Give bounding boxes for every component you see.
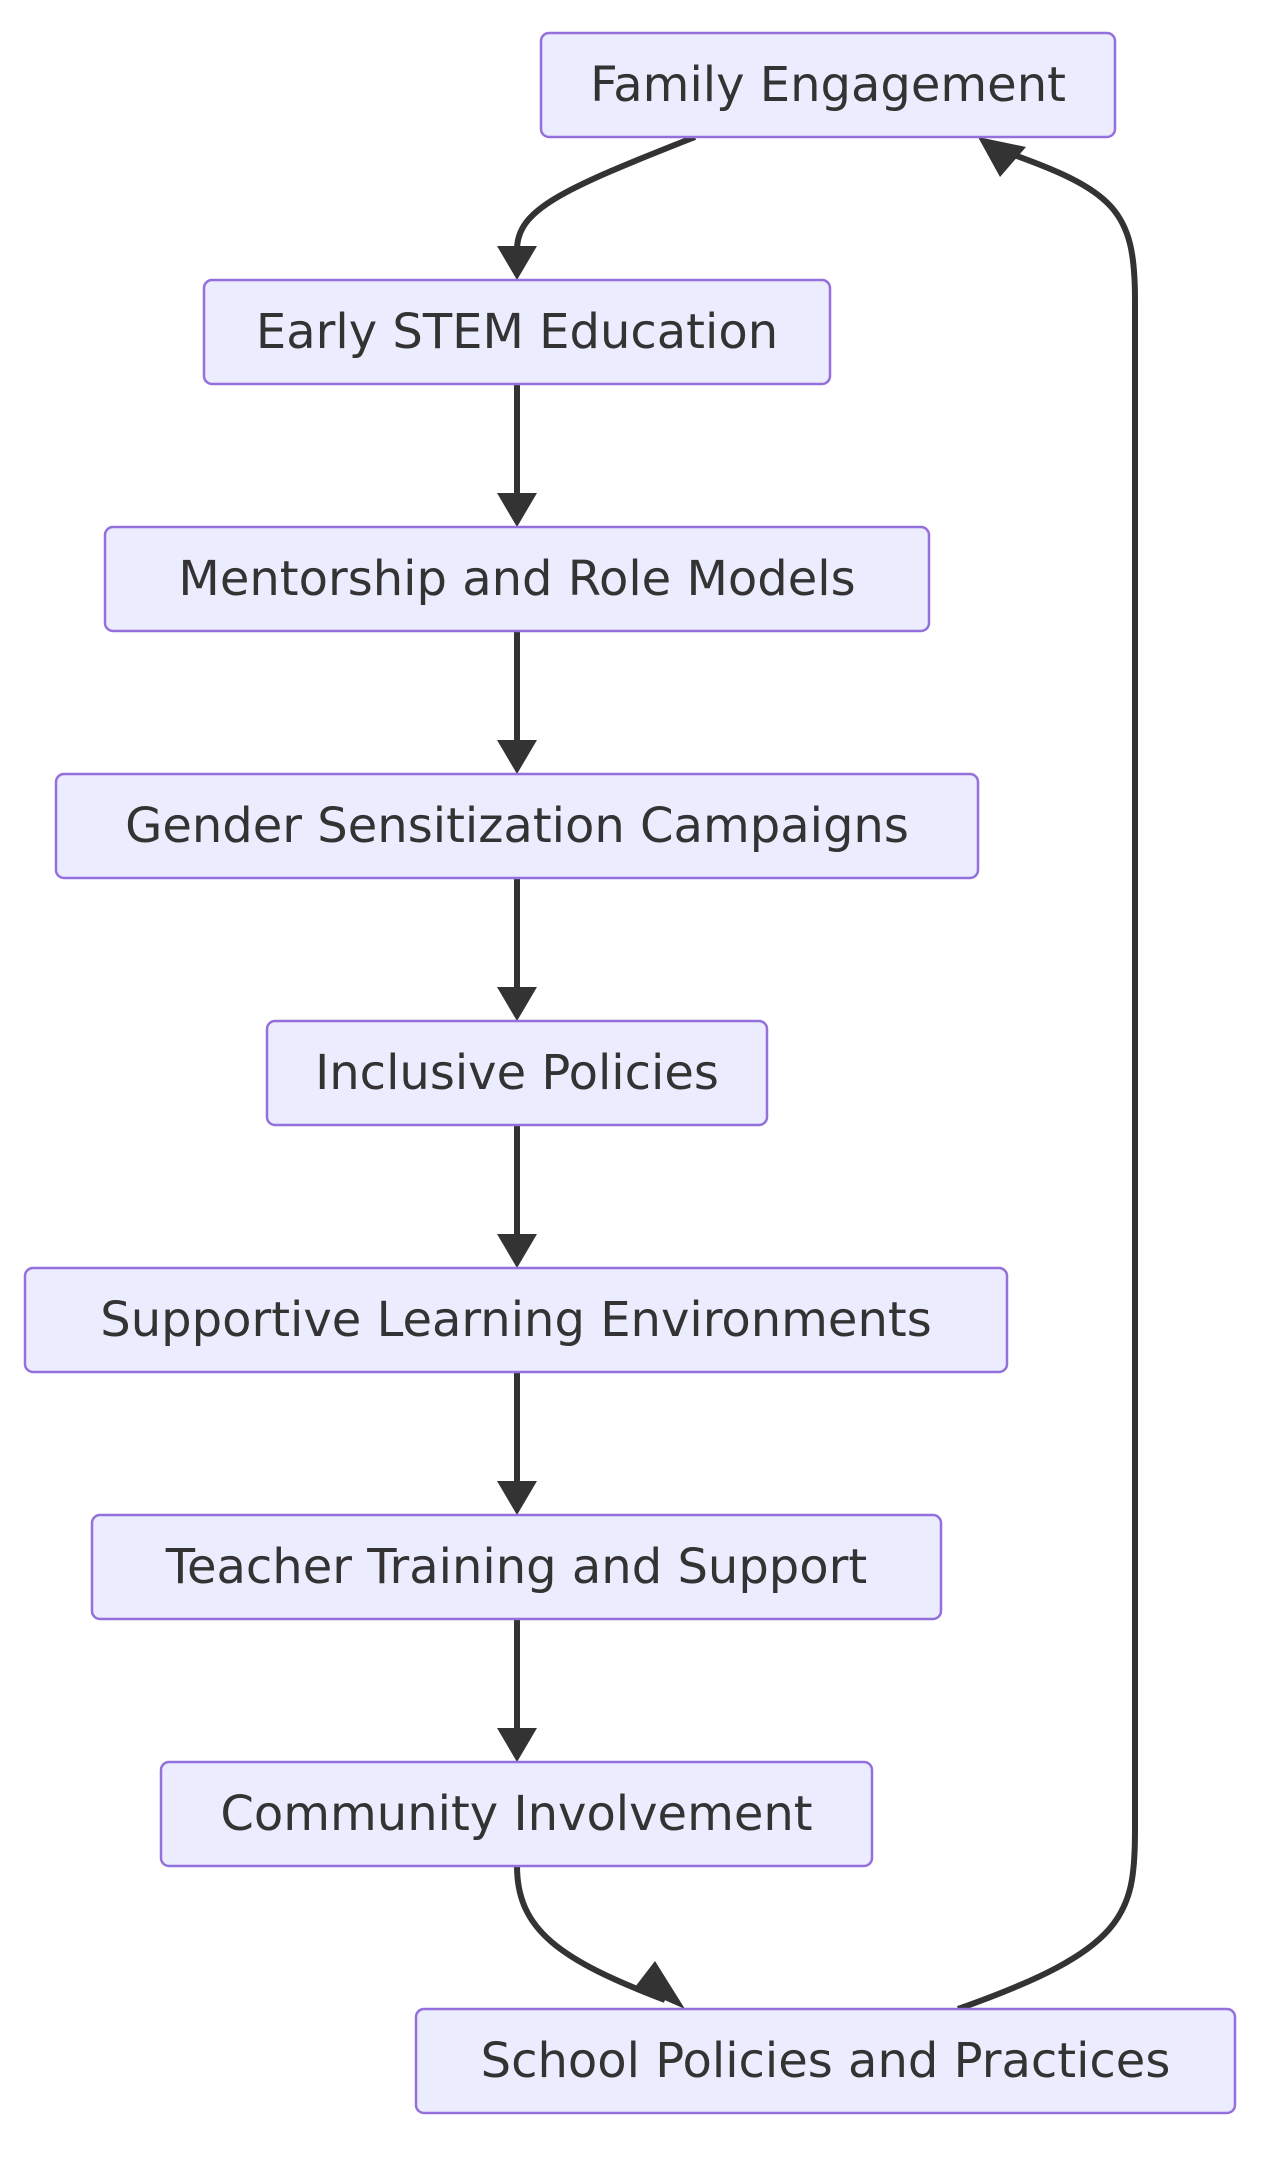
node-box — [103, 525, 931, 633]
arrowhead-gender-to-inclusive — [497, 987, 537, 1021]
node-inclusive[interactable]: Inclusive Policies — [265, 1019, 769, 1127]
node-label: Teacher Training and Support — [165, 1539, 867, 1595]
node-label: Family Engagement — [590, 57, 1066, 113]
arrowhead-inclusive-to-supportive — [497, 1234, 537, 1268]
arrowhead-school-to-family — [978, 137, 1026, 177]
node-teacher[interactable]: Teacher Training and Support — [90, 1513, 943, 1621]
node-label: Community Involvement — [220, 1786, 812, 1842]
node-school[interactable]: School Policies and Practices — [414, 2007, 1237, 2115]
node-box — [159, 1760, 874, 1868]
edge-school-to-family — [957, 147, 1138, 2012]
node-mentorship[interactable]: Mentorship and Role Models — [103, 525, 931, 633]
node-box — [414, 2007, 1237, 2115]
arrowhead-family-to-early_stem — [497, 246, 537, 280]
node-label: Gender Sensitization Campaigns — [125, 798, 909, 854]
edge-community-to-school — [514, 1865, 667, 2003]
edges-layer — [497, 134, 1138, 2012]
node-box — [90, 1513, 943, 1621]
arrowhead-teacher-to-community — [497, 1728, 537, 1762]
arrowhead-supportive-to-teacher — [497, 1481, 537, 1515]
node-label: Mentorship and Role Models — [178, 551, 855, 607]
node-community[interactable]: Community Involvement — [159, 1760, 874, 1868]
node-gender[interactable]: Gender Sensitization Campaigns — [54, 772, 980, 880]
arrowhead-early_stem-to-mentorship — [497, 493, 537, 527]
node-supportive[interactable]: Supportive Learning Environments — [23, 1266, 1009, 1374]
node-box — [202, 278, 832, 386]
node-box — [539, 31, 1117, 139]
node-early-stem[interactable]: Early STEM Education — [202, 278, 832, 386]
node-label: Early STEM Education — [256, 304, 778, 360]
arrowhead-mentorship-to-gender — [497, 740, 537, 774]
node-label: Supportive Learning Environments — [100, 1292, 931, 1348]
edge-family-to-early_stem — [514, 134, 697, 251]
node-label: Inclusive Policies — [315, 1045, 719, 1101]
node-box — [265, 1019, 769, 1127]
node-family[interactable]: Family Engagement — [539, 31, 1117, 139]
node-label: School Policies and Practices — [481, 2033, 1171, 2089]
arrowhead-community-to-school — [635, 1961, 685, 2009]
node-box — [23, 1266, 1009, 1374]
node-box — [54, 772, 980, 880]
